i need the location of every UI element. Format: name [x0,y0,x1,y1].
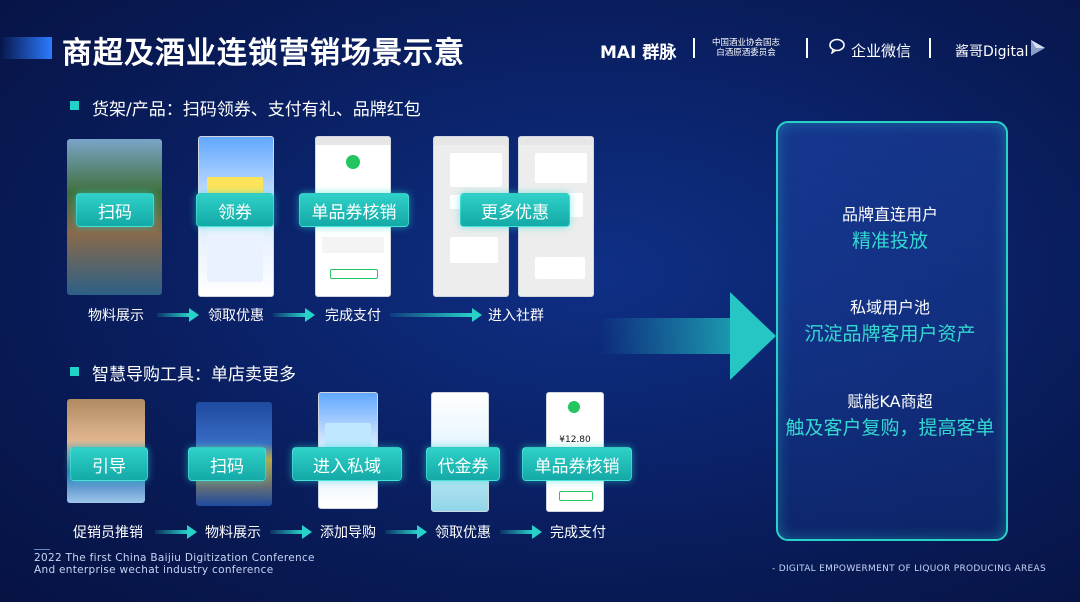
flow-arrow [273,308,315,322]
step-label: 物料展示 [88,308,144,324]
wecom-logo: 企业微信 [851,42,912,60]
tag-scan: 扫码 [188,447,266,481]
wecom-icon [829,38,847,55]
page-title: 商超及酒业连锁营销场景示意 [62,36,465,71]
step-label: 物料展示 [205,525,261,541]
step-label: 添加导购 [320,525,376,541]
tag-coupon: 领券 [196,193,274,227]
association-name-line2: 白酒原酒委员会 [716,48,776,58]
section1-heading: 货架/产品：扫码领券、支付有礼、品牌红包 [92,100,421,120]
tag-private-domain: 进入私域 [292,447,402,481]
flow-arrow [155,525,197,539]
step-label: 领取优惠 [208,308,264,324]
flow-arrow [385,525,427,539]
step-label: 促销员推销 [73,525,143,541]
panel-item-highlight: 沉淀品牌客用户资产 [804,323,976,345]
big-arrow-icon [730,292,776,380]
step-label: 进入社群 [488,308,544,324]
association-name-line1: 中国酒业协会国志 [712,38,781,48]
benefits-panel [776,121,1008,541]
footer-line2: And enterprise wechat industry conferenc… [34,564,274,576]
footer-right: - DIGITAL EMPOWERMENT OF LIQUOR PRODUCIN… [772,564,1047,574]
section-bullet [70,101,79,110]
section2-heading: 智慧导购工具：单店卖更多 [92,365,296,385]
panel-item-highlight: 触及客户复购，提高客单 [785,417,995,439]
play-icon [1030,39,1046,57]
step-label: 完成支付 [550,525,606,541]
tag-scan: 扫码 [76,193,154,227]
check-icon [346,155,360,169]
section-bullet [70,367,79,376]
flow-arrow [157,308,199,322]
tag-coupon-redeem: 单品券核销 [299,193,409,227]
panel-item-highlight: 精准投放 [851,230,928,252]
logo-divider [929,38,931,58]
flow-arrow [500,525,542,539]
mai-logo: MAI 群脉 [600,43,677,63]
flow-arrow [270,525,312,539]
tag-coupon-redeem: 单品券核销 [522,447,632,481]
tag-guide: 引导 [70,447,148,481]
logo-divider [806,38,808,58]
logo-divider [693,38,695,58]
step-label: 领取优惠 [435,525,491,541]
title-accent-bar [0,37,52,59]
step-label: 完成支付 [325,308,381,324]
tag-more-offers: 更多优惠 [460,193,570,227]
pay-amount: ¥12.80 [559,435,591,445]
digital-logo: 酱哥Digital [955,44,1029,60]
check-icon [568,401,580,413]
footer-divider [34,549,50,550]
panel-item-title: 赋能KA商超 [847,392,933,411]
association-logo: 中国酒业协会国志 白酒原酒委员会 [712,38,780,58]
footer-line1: 2022 The first China Baijiu Digitization… [34,552,315,564]
flow-arrow [390,308,482,322]
panel-item-title: 品牌直连用户 [841,205,938,224]
tag-voucher: 代金券 [426,447,500,481]
panel-item-title: 私域用户池 [849,298,930,317]
big-arrow-shaft [600,318,732,354]
